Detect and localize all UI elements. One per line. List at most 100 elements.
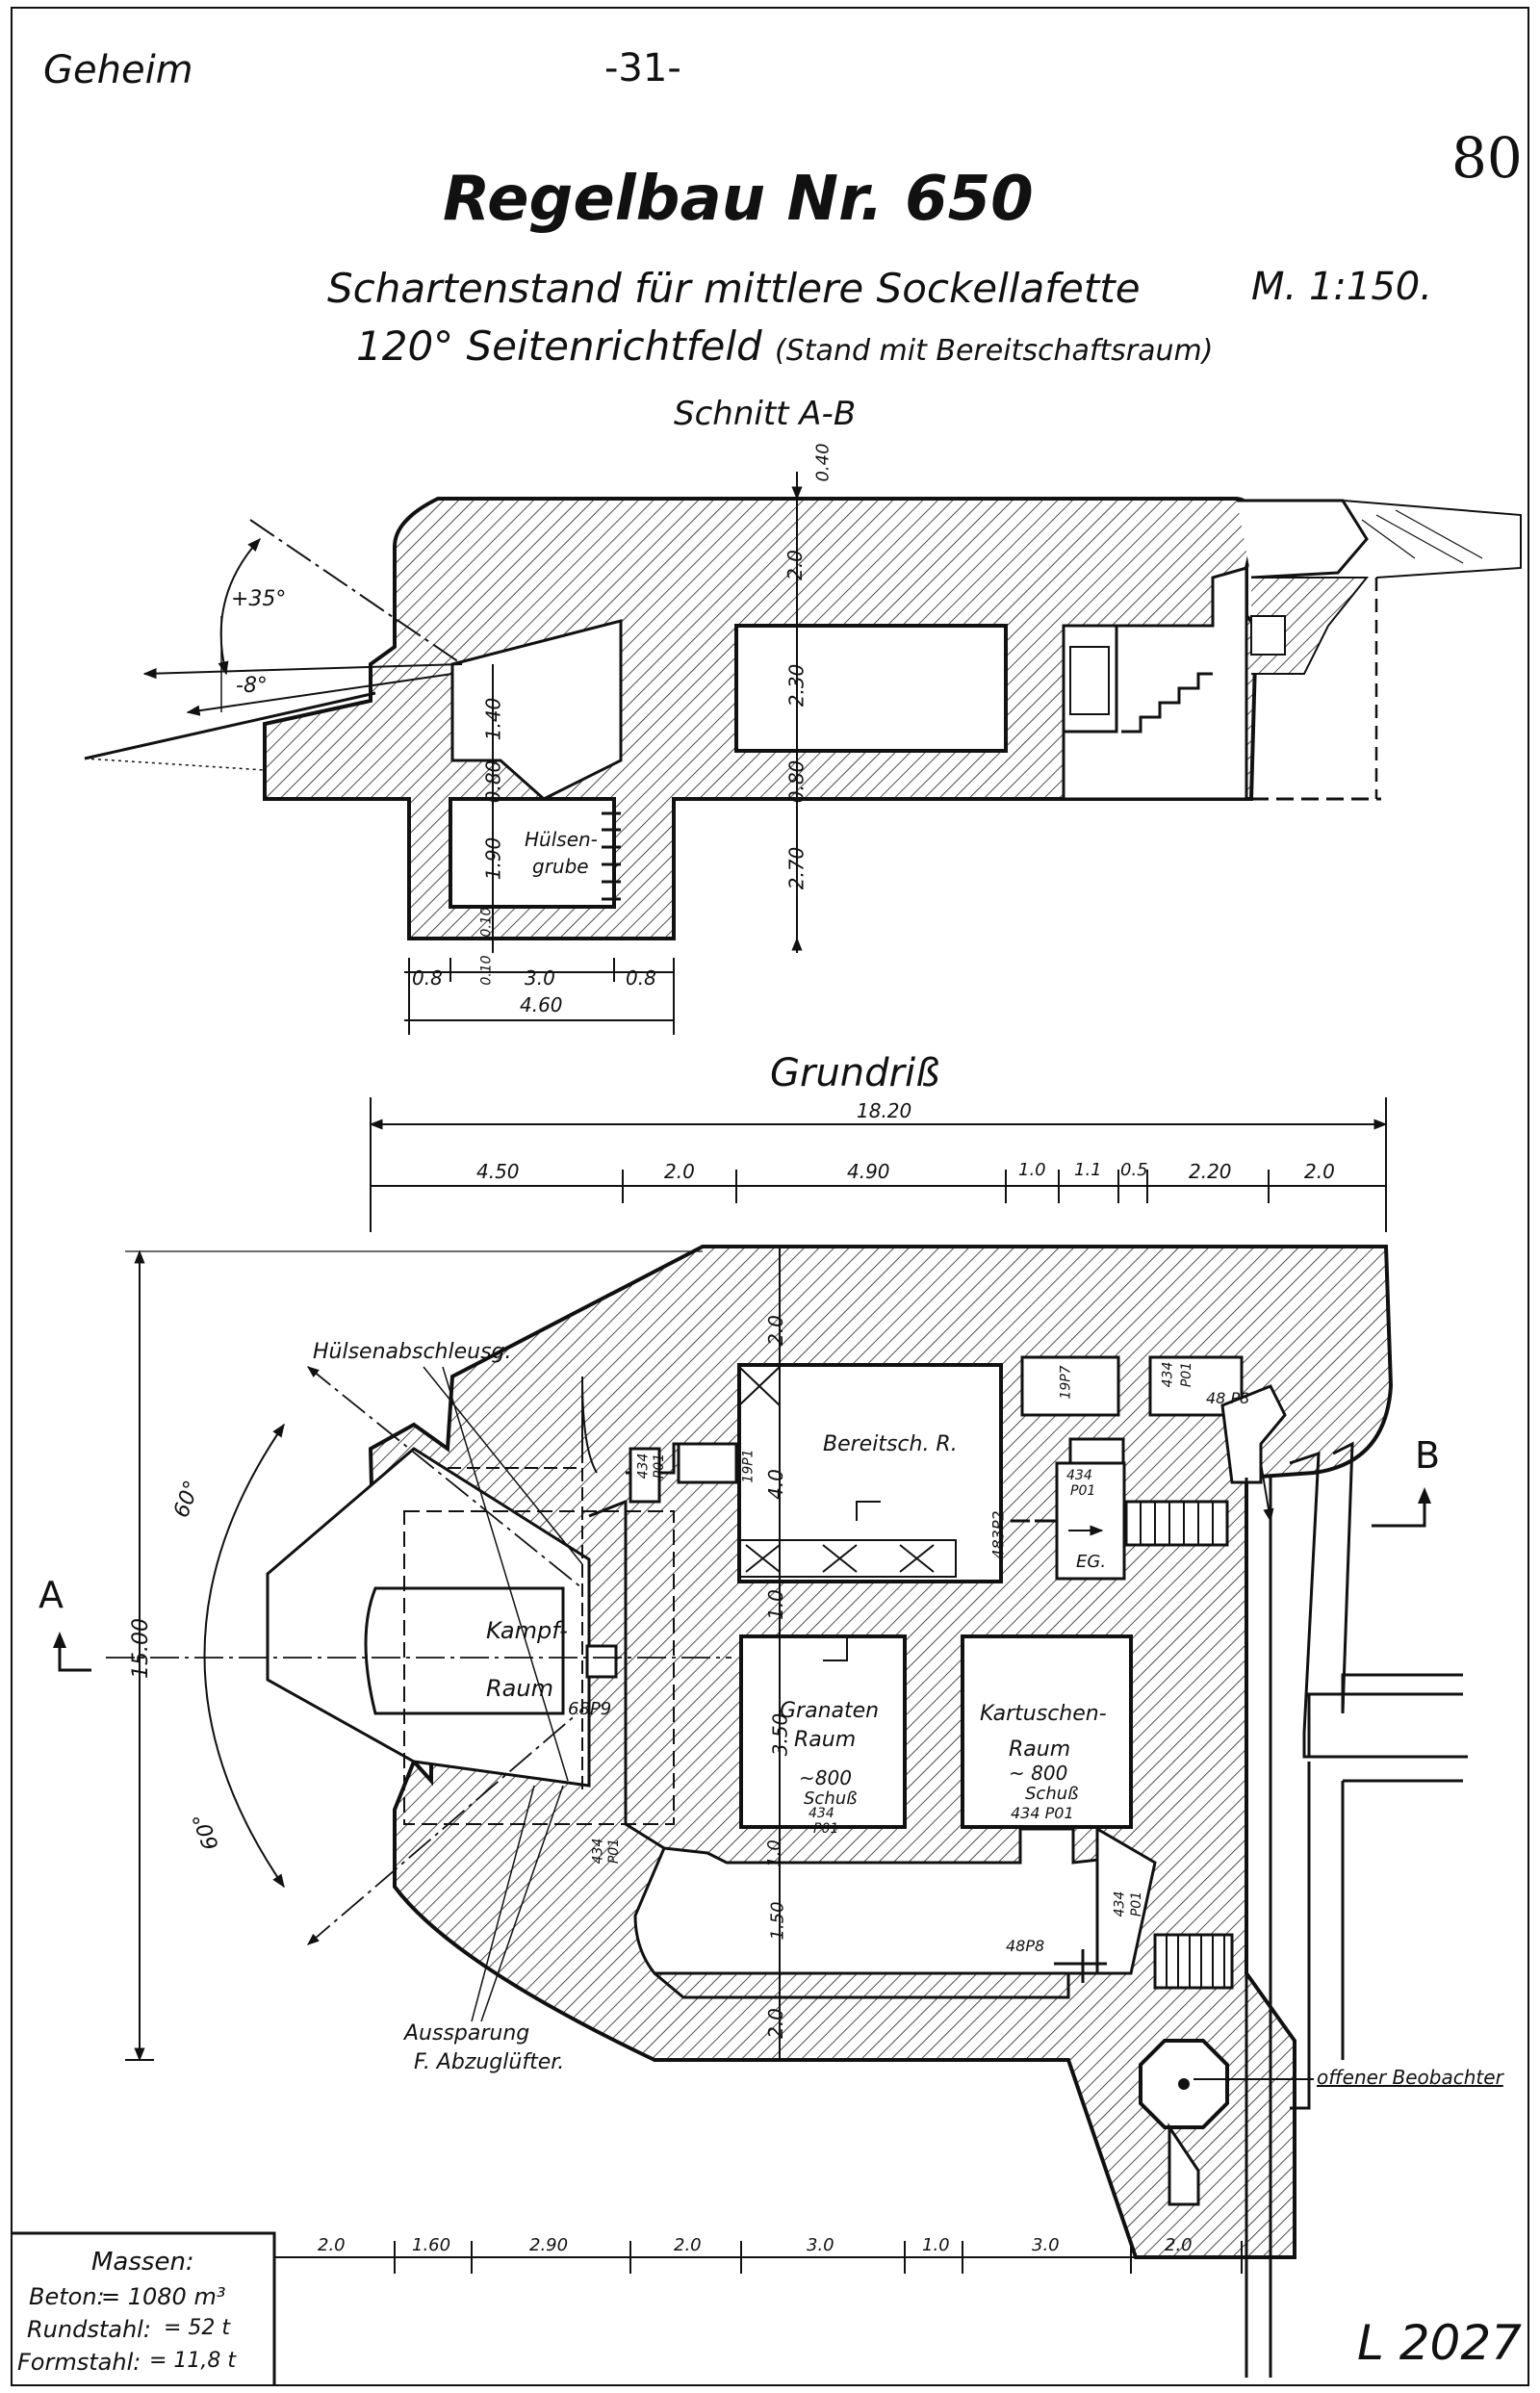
code-434p01-b: P01 bbox=[813, 1821, 839, 1837]
concrete-value: = 1080 m³ bbox=[101, 2283, 226, 2310]
label-shell-room-4: Schuß bbox=[804, 1788, 858, 1809]
dim-left-4: 0.10 bbox=[478, 907, 495, 938]
code-p01-top: P01 bbox=[1179, 1361, 1195, 1388]
code-434-bl: 434 bbox=[590, 1838, 606, 1865]
code-434-top: 434 bbox=[1160, 1361, 1176, 1388]
code-p01-bl: P01 bbox=[606, 1838, 623, 1865]
dim-v7: 2.0 bbox=[763, 2008, 787, 2039]
label-observer: offener Beobachter bbox=[1317, 2066, 1503, 2089]
dim-bottom-a: 0.8 bbox=[412, 966, 443, 990]
angle-down-label: -8° bbox=[236, 674, 268, 698]
section-stairs bbox=[1121, 672, 1213, 733]
code-434p01-a: 434 bbox=[808, 1806, 834, 1821]
dim-bottom-b: 3.0 bbox=[525, 966, 555, 990]
code-483p2: 483P2 bbox=[988, 1510, 1008, 1559]
bottom-dim-2: 1.60 bbox=[412, 2235, 451, 2255]
dim-roof: 2.0 bbox=[783, 550, 807, 580]
top-dim-7: 2.20 bbox=[1189, 1160, 1232, 1183]
sheet-number: 80 bbox=[1451, 125, 1523, 191]
masses-heading: Massen: bbox=[91, 2248, 194, 2277]
classification-label: Geheim bbox=[43, 48, 193, 92]
ray-plus35 bbox=[249, 519, 463, 665]
pit-label-2: grube bbox=[532, 855, 589, 878]
round-steel-value: = 52 t bbox=[164, 2316, 231, 2340]
label-recess-2: F. Abzuglüfter. bbox=[414, 2050, 565, 2074]
top-dim-2: 2.0 bbox=[664, 1160, 695, 1183]
plan-lower-corridor bbox=[633, 1827, 1118, 1975]
top-dim-8: 2.0 bbox=[1304, 1160, 1335, 1183]
label-cart-5: 434 P01 bbox=[1011, 1804, 1074, 1822]
form-steel-label: Formstahl: bbox=[17, 2349, 141, 2376]
label-eg: EG. bbox=[1076, 1552, 1107, 1572]
section-view bbox=[84, 472, 1522, 1035]
label-cart-4: Schuß bbox=[1025, 1784, 1079, 1804]
code-p01-left: P01 bbox=[652, 1453, 668, 1480]
dim-bottom-c: 0.8 bbox=[626, 966, 656, 990]
ray-minus8 bbox=[142, 663, 463, 680]
section-main-room bbox=[734, 624, 1008, 753]
top-dim-5: 1.1 bbox=[1074, 1160, 1102, 1180]
plan-view bbox=[53, 1097, 1468, 2378]
code-p01-br: P01 bbox=[1129, 1891, 1145, 1917]
dim-v6: 1.50 bbox=[767, 1901, 788, 1941]
plan-title: Grundriß bbox=[770, 1051, 940, 1095]
bottom-dim-7: 3.0 bbox=[1032, 2235, 1060, 2255]
masses-box bbox=[12, 2231, 276, 2385]
label-shell-room-1: Granaten bbox=[780, 1699, 880, 1723]
label-cart-3: ~ 800 bbox=[1009, 1762, 1068, 1785]
top-dim-6: 0.5 bbox=[1120, 1160, 1148, 1180]
subtitle-2-paren: (Stand mit Bereitschaftsraum) bbox=[775, 334, 1214, 368]
code-19p1-b: 19P7 bbox=[1058, 1365, 1074, 1400]
code-19p1-a: 19P1 bbox=[740, 1449, 757, 1483]
plan-trench-wall bbox=[1245, 1478, 1272, 2378]
code-48p8-top: 48 P8 bbox=[1206, 1389, 1250, 1407]
code-48p8-bot: 48P8 bbox=[1006, 1937, 1045, 1955]
label-recess-1: Aussparung bbox=[404, 2021, 530, 2046]
section-title: Schnitt A-B bbox=[674, 395, 857, 433]
top-dim-4: 1.0 bbox=[1018, 1160, 1046, 1180]
section-ground-left bbox=[84, 691, 376, 760]
plan-total-width: 18.20 bbox=[857, 1099, 912, 1122]
code-68p9: 68P9 bbox=[568, 1699, 612, 1719]
plan-ventilation-box bbox=[585, 1644, 618, 1679]
dim-left-3: 1.90 bbox=[481, 836, 505, 881]
dim-v3: 1.0 bbox=[763, 1589, 787, 1620]
plan-ready-room bbox=[737, 1363, 1003, 1583]
label-fight-2: Raum bbox=[486, 1675, 553, 1702]
drawing-title: Regelbau Nr. 650 bbox=[443, 164, 1034, 235]
drawing-number: L 2027 bbox=[1357, 2315, 1522, 2371]
angle-up-label: +35° bbox=[231, 587, 287, 611]
code-434-br: 434 bbox=[1112, 1891, 1128, 1917]
label-shell-ejection: Hülsenabschleusg. bbox=[313, 1340, 512, 1364]
pit-label-1: Hülsen- bbox=[525, 828, 598, 851]
sheet-border bbox=[11, 7, 1529, 2386]
bottom-dim-4: 2.0 bbox=[674, 2235, 702, 2255]
plan-cartridge-room bbox=[961, 1634, 1133, 1829]
dim-room: 2.30 bbox=[784, 663, 808, 708]
section-shell-pit bbox=[449, 797, 616, 909]
label-cart-1: Kartuschen- bbox=[980, 1702, 1107, 1726]
code-p01-mid: P01 bbox=[1070, 1483, 1096, 1499]
drawing-subtitle-1: Schartenstand für mittlere Sockellafette bbox=[327, 265, 1141, 312]
label-cart-2: Raum bbox=[1009, 1737, 1071, 1762]
dim-under: 2.70 bbox=[784, 846, 808, 890]
bottom-dim-1: 2.0 bbox=[318, 2235, 346, 2255]
bottom-dim-6: 1.0 bbox=[922, 2235, 950, 2255]
drawing-subtitle-2: 120° Seitenrichtfeld (Stand mit Bereitsc… bbox=[356, 322, 1213, 370]
height-total: 15.00 bbox=[128, 1618, 153, 1679]
dim-v5: 1.0 bbox=[763, 1840, 784, 1867]
dim-v1: 2.0 bbox=[763, 1315, 787, 1346]
form-steel-value: = 11,8 t bbox=[149, 2349, 237, 2373]
concrete-label: Beton: bbox=[29, 2283, 105, 2310]
section-marker-b: B bbox=[1415, 1434, 1441, 1477]
label-shell-room-2: Raum bbox=[794, 1728, 857, 1752]
dim-bottom-total: 4.60 bbox=[520, 993, 563, 1016]
code-434-left: 434 bbox=[635, 1453, 652, 1480]
dim-left-5: 0.10 bbox=[478, 955, 495, 986]
subtitle-2-main: 120° Seitenrichtfeld bbox=[356, 322, 762, 370]
drawing-scale: M. 1:150. bbox=[1251, 265, 1432, 309]
section-marker-a: A bbox=[38, 1574, 64, 1616]
bottom-dim-8: 2.0 bbox=[1165, 2235, 1193, 2255]
dim-v2: 4.0 bbox=[763, 1469, 787, 1500]
